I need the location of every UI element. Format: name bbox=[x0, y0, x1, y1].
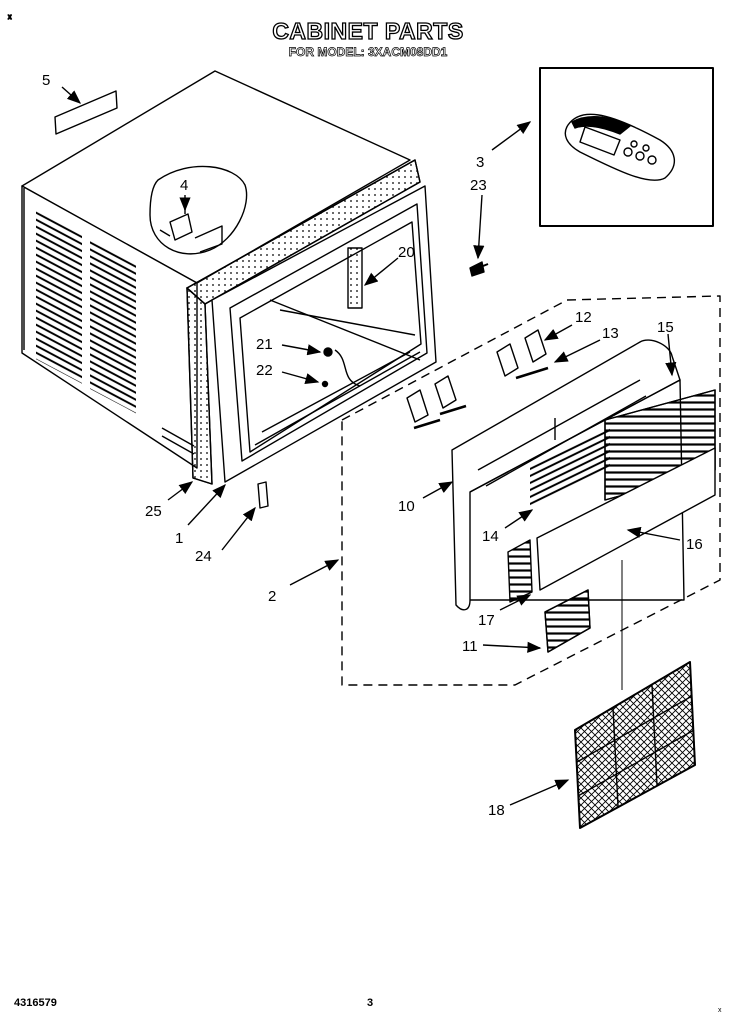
callout-15: 15 bbox=[657, 319, 674, 336]
callout-5: 5 bbox=[42, 72, 50, 89]
callout-3: 3 bbox=[476, 154, 484, 171]
footer-part-number: 4316579 bbox=[14, 997, 57, 1009]
callout-4: 4 bbox=[180, 177, 188, 194]
corner-mark-bottom: x bbox=[718, 1007, 722, 1014]
callout-20: 20 bbox=[398, 244, 415, 261]
callout-arrows bbox=[61, 86, 681, 806]
callout-23: 23 bbox=[470, 177, 487, 194]
callout-14: 14 bbox=[482, 528, 499, 545]
callout-10: 10 bbox=[398, 498, 415, 515]
footer-page-number: 3 bbox=[367, 997, 373, 1009]
cabinet-body bbox=[21, 70, 411, 469]
callout-18: 18 bbox=[488, 802, 505, 819]
callout-labels: 5 4 3 23 20 21 22 12 13 15 25 1 24 10 14… bbox=[42, 72, 703, 819]
callout-25: 25 bbox=[145, 503, 162, 520]
callout-24: 24 bbox=[195, 548, 212, 565]
inner-frame bbox=[211, 185, 437, 483]
callout-1: 1 bbox=[175, 530, 183, 547]
callout-21: 21 bbox=[256, 336, 273, 353]
page-title: CABINET PARTS bbox=[272, 17, 464, 44]
air-filter bbox=[574, 661, 696, 829]
callout-16: 16 bbox=[686, 536, 703, 553]
model-subtitle: FOR MODEL: 3XACM08DD1 bbox=[288, 45, 448, 60]
mounting-screw bbox=[469, 261, 489, 277]
callout-13: 13 bbox=[602, 325, 619, 342]
front-assembly-outline bbox=[341, 295, 721, 686]
small-vent bbox=[507, 539, 533, 603]
label-plate bbox=[54, 90, 118, 135]
callout-17: 17 bbox=[478, 612, 495, 629]
front-flange bbox=[186, 159, 421, 485]
remote-control bbox=[564, 113, 675, 181]
access-door bbox=[536, 447, 716, 591]
bracket-pair-12 bbox=[496, 329, 549, 380]
corner-mark-top: x bbox=[8, 14, 12, 21]
drain-clip bbox=[257, 481, 269, 509]
callout-12: 12 bbox=[575, 309, 592, 326]
callout-22: 22 bbox=[256, 362, 273, 379]
callout-2: 2 bbox=[268, 588, 276, 605]
bracket-pair-10 bbox=[406, 375, 467, 430]
callout-11: 11 bbox=[462, 638, 478, 655]
